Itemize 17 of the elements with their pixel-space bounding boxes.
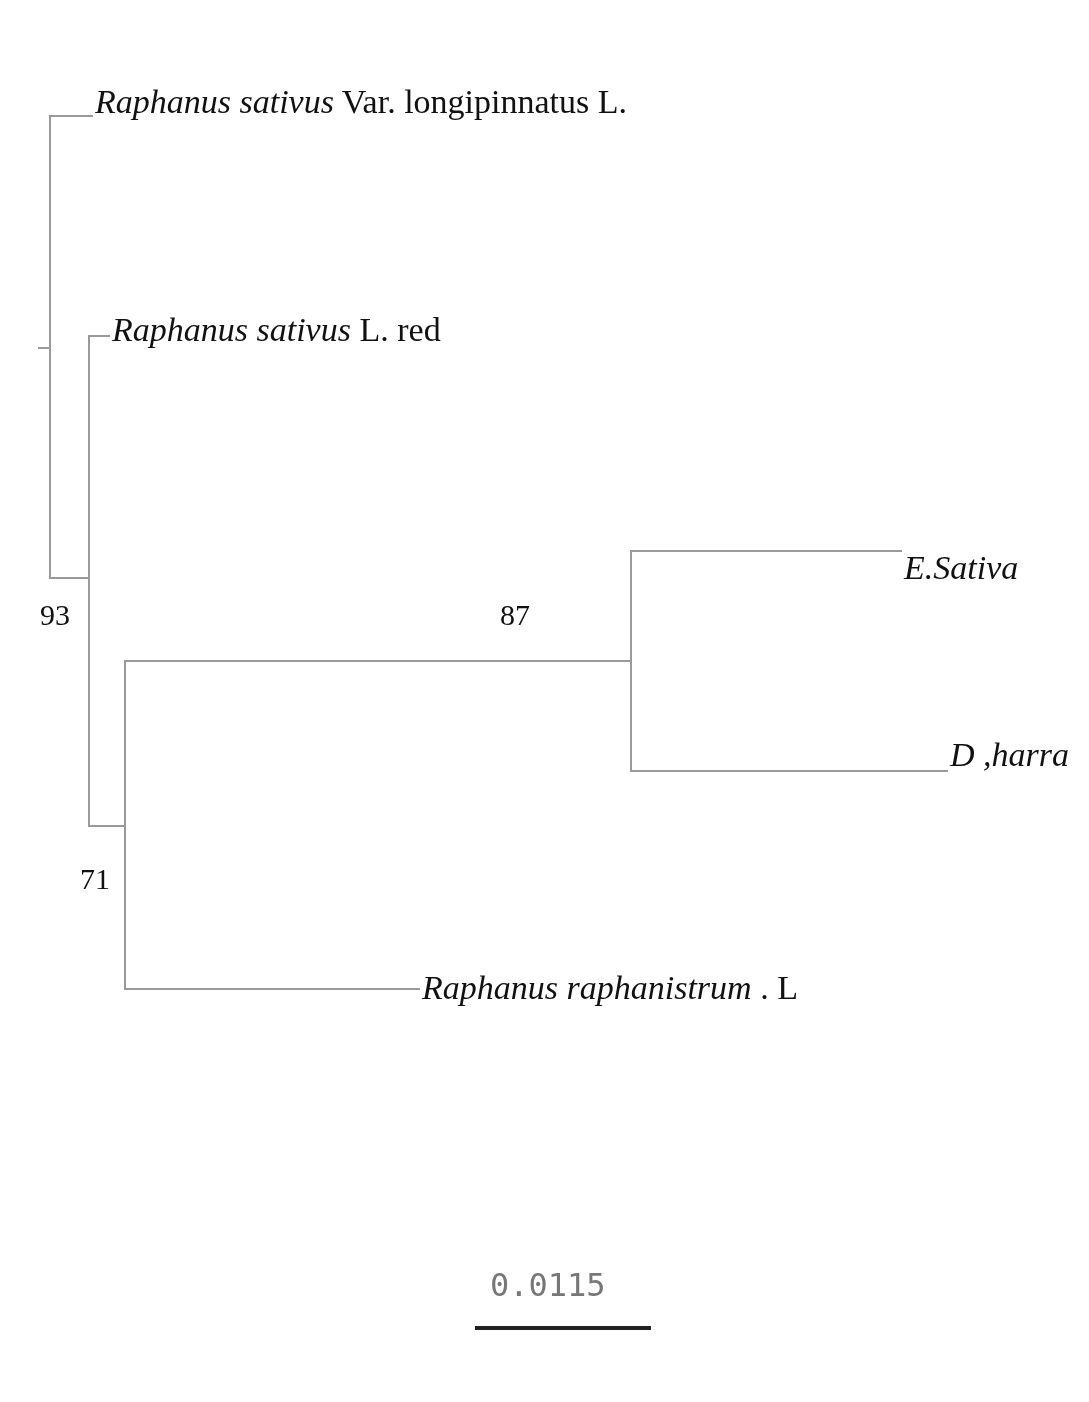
tree-branch	[631, 770, 949, 772]
taxon-label: Raphanus sativus Var. longipinnatus L.	[93, 80, 630, 124]
taxon-label: Raphanus raphanistrum . L	[420, 966, 800, 1010]
taxon-label: E.Sativa	[902, 546, 1021, 590]
tree-branch	[50, 115, 94, 117]
taxon-label: Raphanus sativus L. red	[110, 308, 443, 352]
tree-branch	[631, 550, 903, 552]
tree-branch	[89, 335, 111, 337]
tree-branch	[125, 988, 421, 990]
bootstrap-value: 87	[500, 598, 530, 632]
tree-branch	[125, 660, 631, 662]
taxon-label: D ,harra	[948, 733, 1072, 777]
bootstrap-value: 93	[40, 598, 70, 632]
bootstrap-value: 71	[80, 862, 110, 896]
scale-value: 0.0115	[490, 1266, 606, 1304]
tree-branch	[89, 825, 125, 827]
tree-branch	[50, 577, 89, 579]
